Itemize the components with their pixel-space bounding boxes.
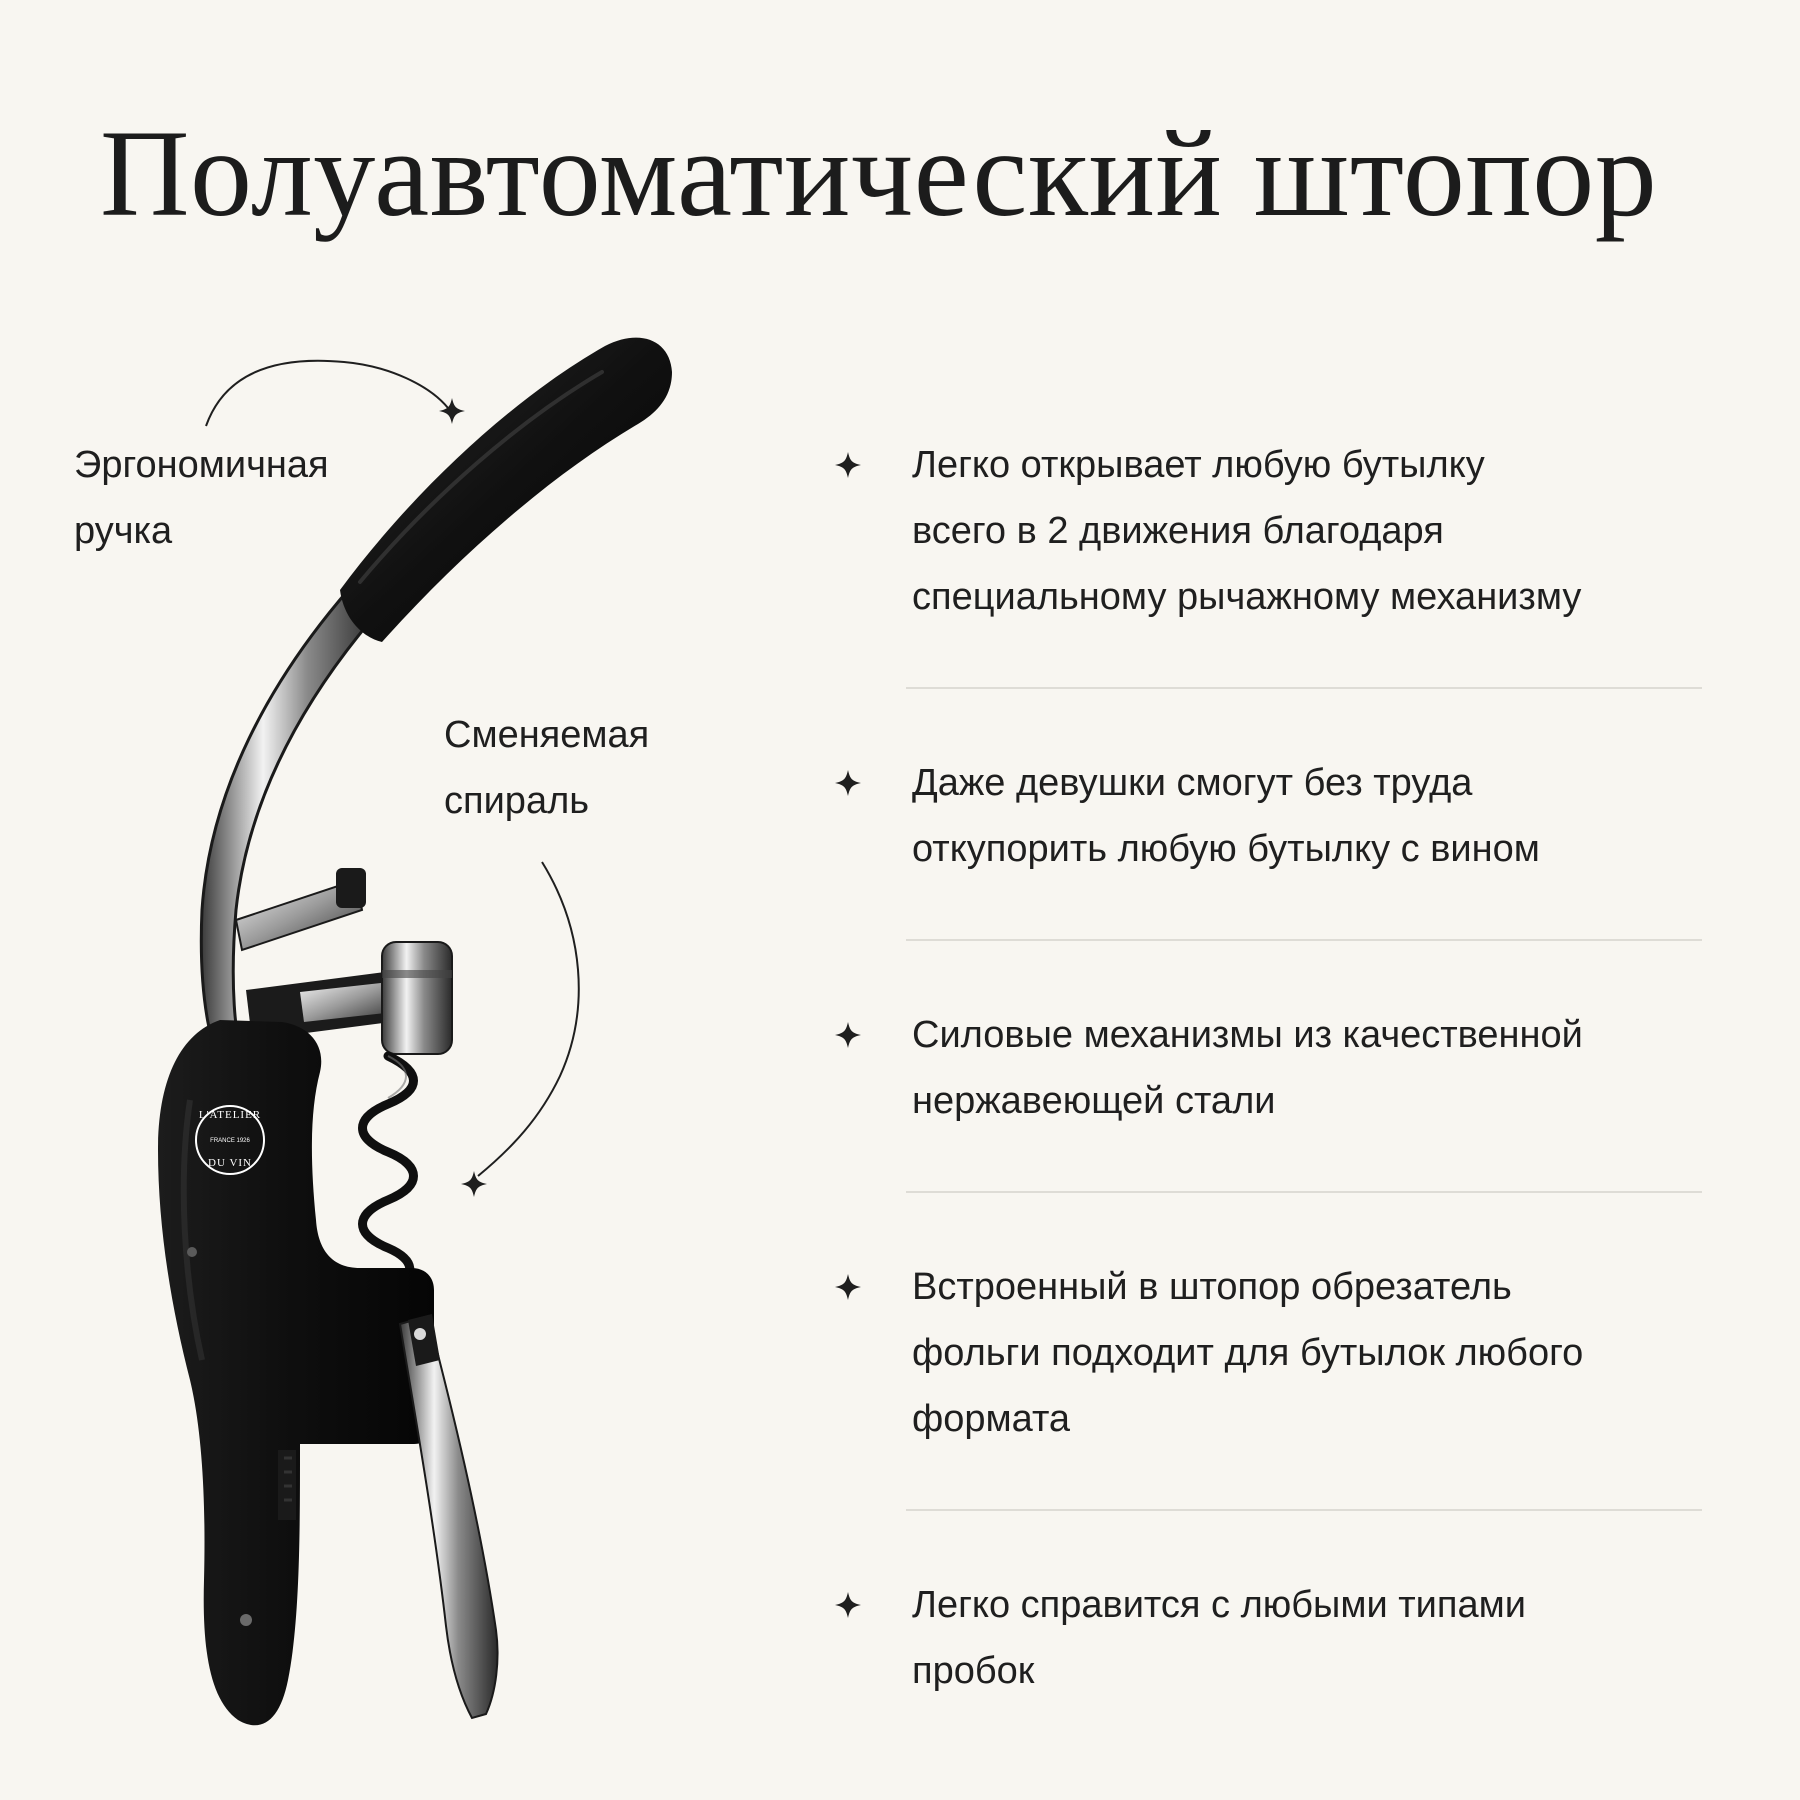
chrome-cap	[381, 941, 453, 1055]
feature-text: Силовые механизмы из качественной нержав…	[912, 1014, 1583, 1122]
corkscrew-body	[158, 1020, 434, 1726]
svg-text:DU VIN: DU VIN	[208, 1157, 252, 1169]
lever-crossbar	[234, 878, 364, 952]
sparkle-bullet-icon	[835, 1592, 861, 1618]
feature-item: Встроенный в штопор обрезатель фольги по…	[832, 1254, 1702, 1452]
feature-text: Встроенный в штопор обрезатель фольги по…	[912, 1266, 1584, 1440]
feature-text: Легко открывает любую бутылку всего в 2 …	[912, 444, 1582, 618]
callout-handle-label: Эргономичная ручка	[74, 444, 329, 552]
callout-spiral-label: Сменяемая спираль	[444, 714, 650, 822]
feature-item: Легко справится с любыми типами пробок	[832, 1572, 1702, 1704]
page-title: Полуавтоматический штопор	[100, 105, 1658, 242]
brand-seal: L'ATELIER FRANCE 1926 DU VIN	[195, 1105, 265, 1175]
svg-text:FRANCE 1926: FRANCE 1926	[210, 1138, 250, 1144]
svg-text:L'ATELIER: L'ATELIER	[199, 1109, 261, 1121]
feature-divider	[906, 687, 1702, 689]
feature-item: Легко открывает любую бутылку всего в 2 …	[832, 432, 1702, 630]
feature-item: Даже девушки смогут без труда откупорить…	[832, 750, 1702, 882]
sparkle-bullet-icon	[835, 1274, 861, 1300]
feature-item: Силовые механизмы из качественной нержав…	[832, 1002, 1702, 1134]
sparkle-bullet-icon	[835, 452, 861, 478]
lever-grip	[340, 337, 672, 642]
lower-lever	[398, 1314, 499, 1720]
feature-text: Даже девушки смогут без труда откупорить…	[912, 762, 1540, 870]
sparkle-bullet-icon	[835, 1022, 861, 1048]
feature-divider	[906, 939, 1702, 941]
sparkle-bullet-icon	[835, 770, 861, 796]
feature-divider	[906, 1191, 1702, 1193]
feature-divider	[906, 1509, 1702, 1511]
corkscrew-product-image: L'ATELIER FRANCE 1926 DU VIN	[158, 337, 672, 1726]
feature-text: Легко справится с любыми типами пробок	[912, 1584, 1526, 1692]
spiral-worm	[358, 1051, 418, 1293]
